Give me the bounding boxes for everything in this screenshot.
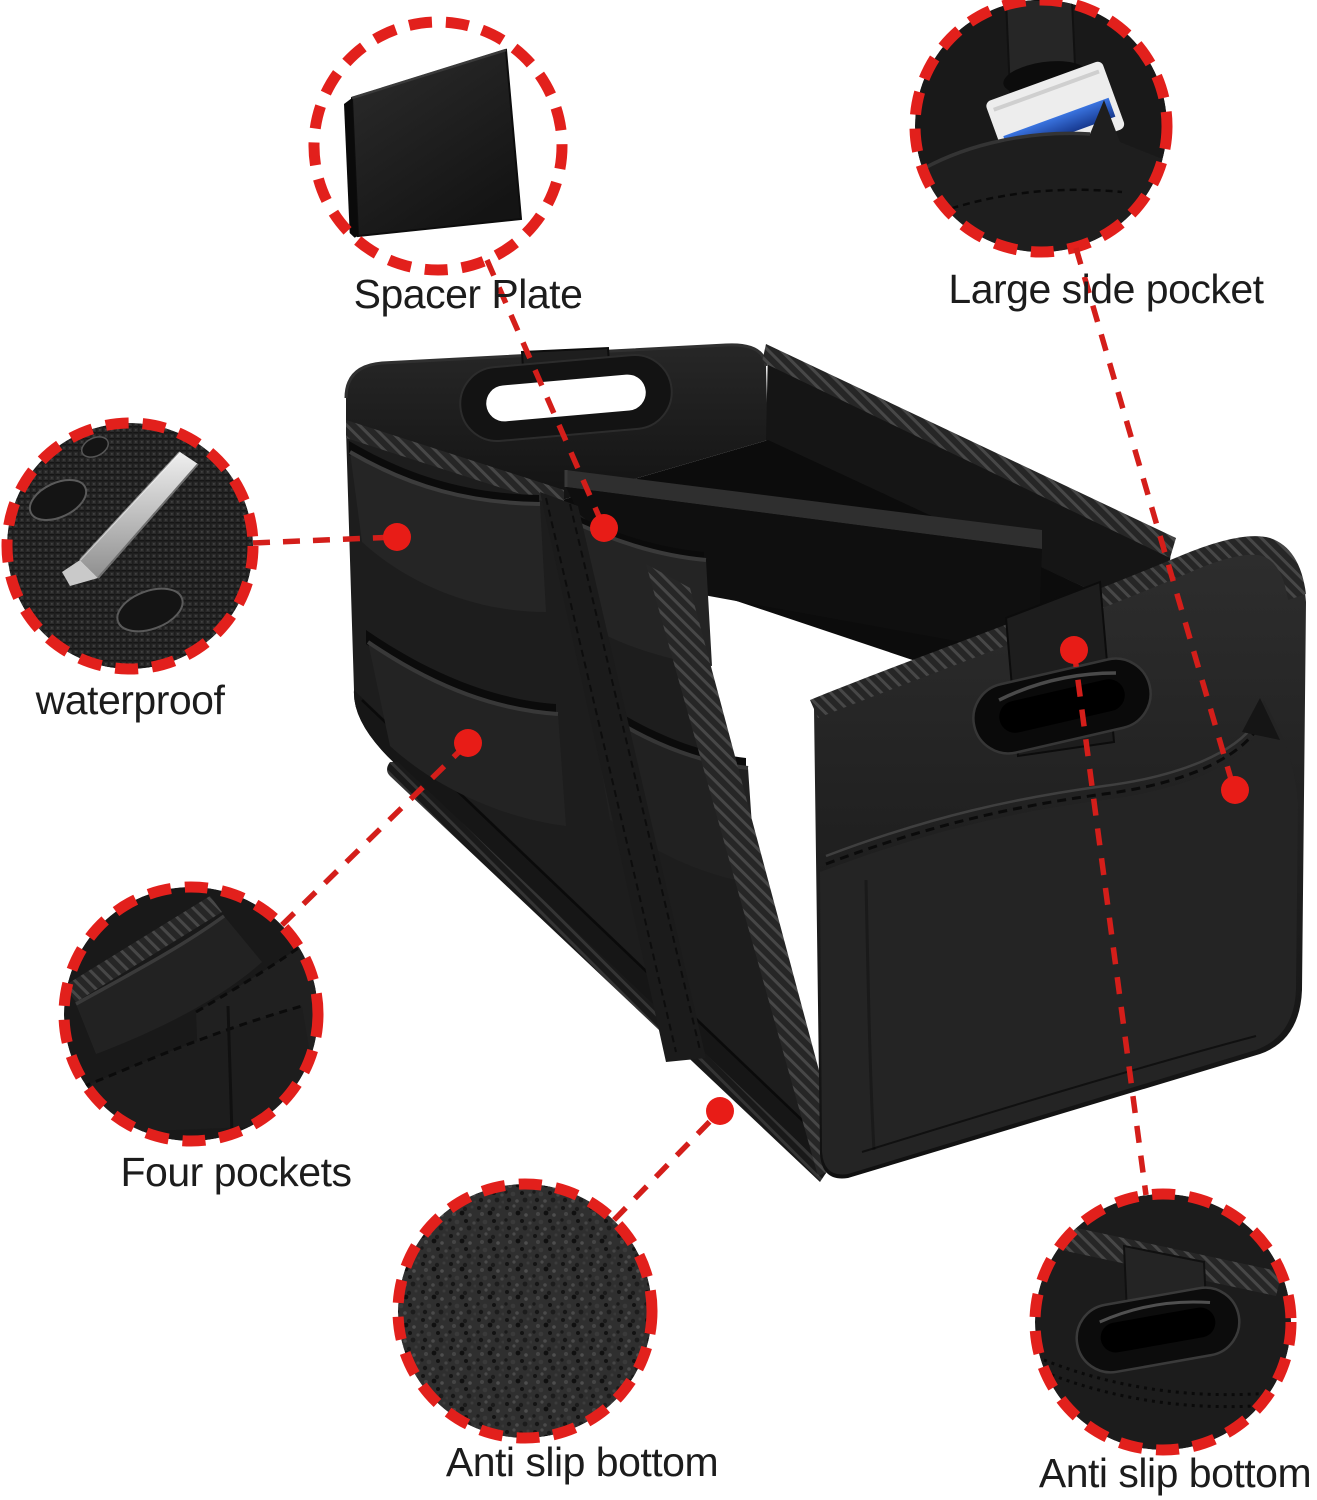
dot-four-pockets	[454, 729, 482, 757]
front-handle	[972, 657, 1152, 755]
connector-lines	[252, 247, 1236, 1222]
label-anti-slip-right: Anti slip bottom	[1039, 1450, 1311, 1496]
handle-photo	[1035, 1194, 1291, 1450]
anti-slip-texture-photo	[398, 1184, 652, 1438]
callout-labels: Spacer Plate Large side pocket waterproo…	[35, 266, 1312, 1496]
label-spacer-plate: Spacer Plate	[354, 271, 583, 317]
connector-anti-slip-right	[1071, 649, 1149, 1196]
label-waterproof: waterproof	[35, 677, 226, 723]
bottom-trim	[353, 690, 830, 1174]
callout-rings	[1, 0, 1297, 1456]
back-handle	[459, 346, 673, 443]
callout-ring-large-side-pocket	[909, 0, 1173, 258]
dot-anti-slip-center	[706, 1097, 734, 1125]
callout-ring-spacer-plate	[308, 16, 568, 276]
label-large-side-pocket: Large side pocket	[948, 266, 1264, 312]
dot-anti-slip-right	[1060, 636, 1088, 664]
label-four-pockets: Four pockets	[121, 1149, 352, 1195]
divider-panel	[564, 470, 1042, 656]
pockets-photo	[64, 887, 318, 1141]
trunk-organizer-photo	[344, 343, 1306, 1182]
connector-waterproof	[252, 534, 398, 546]
label-anti-slip-center: Anti slip bottom	[446, 1439, 718, 1485]
connector-spacer-plate	[484, 258, 607, 530]
callout-dots	[383, 514, 1249, 1125]
front-pocket	[820, 698, 1298, 1175]
side-pockets	[346, 420, 844, 1182]
callout-ring-four-pockets	[58, 881, 324, 1147]
spacer-plate-photo	[344, 48, 523, 240]
dot-waterproof	[383, 523, 411, 551]
connector-large-side-pocket	[1073, 247, 1236, 787]
connector-four-pockets	[280, 741, 470, 927]
callout-ring-anti-slip-center	[392, 1178, 658, 1444]
water-droplets-photo	[7, 423, 253, 669]
front-panel	[810, 536, 1306, 1179]
connector-anti-slip-center	[612, 1109, 722, 1222]
dot-large-side-pocket	[1221, 776, 1249, 804]
dot-spacer-plate	[590, 514, 618, 542]
callout-ring-waterproof	[1, 417, 259, 675]
right-panel	[762, 344, 1176, 624]
callout-ring-anti-slip-right	[1029, 1188, 1297, 1456]
